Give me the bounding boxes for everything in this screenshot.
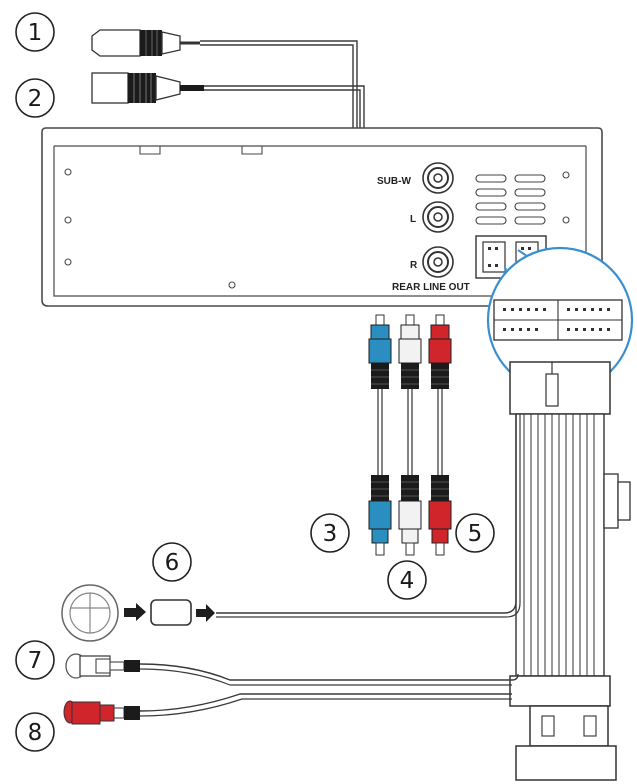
antenna-plug (61, 584, 119, 642)
callout-3: 3 (310, 513, 350, 553)
cable-7-wire (139, 663, 519, 681)
l-socket (422, 201, 454, 233)
callout-3-label: 3 (323, 521, 338, 547)
inline-module (150, 599, 192, 626)
callout-4-label: 4 (400, 568, 415, 594)
cable-8-wire (139, 693, 512, 712)
callout-5-label: 5 (468, 521, 483, 547)
callout-8-label: 8 (28, 720, 43, 746)
callout-5: 5 (455, 513, 495, 553)
cable-2-jack (91, 72, 204, 104)
callout-2-label: 2 (28, 86, 43, 112)
subw-label: SUB-W (377, 176, 411, 187)
cable-6-wire (216, 414, 517, 614)
arrow-right-icon (124, 603, 146, 621)
cable-8-plug (63, 700, 140, 725)
rear-panel (41, 127, 603, 307)
callout-6: 6 (152, 542, 192, 582)
rca-cable-blue (368, 314, 392, 556)
callout-8: 8 (15, 712, 55, 752)
subw-socket (422, 162, 454, 194)
callout-7: 7 (15, 640, 55, 680)
cable-1-wire (200, 40, 358, 168)
rear-line-out-label: REAR LINE OUT (392, 282, 470, 293)
rca-cable-white (398, 314, 422, 556)
l-label: L (410, 214, 416, 225)
iso-harness (509, 361, 631, 781)
cable-1-jack (91, 29, 200, 57)
r-socket (422, 246, 454, 278)
cable-7-plug (65, 653, 140, 679)
callout-6-label: 6 (165, 550, 180, 576)
vent-slots (475, 174, 546, 225)
callout-1-label: 1 (28, 20, 43, 46)
callout-7-label: 7 (28, 648, 43, 674)
r-label: R (410, 260, 418, 271)
connector-zoom-callout (486, 246, 634, 394)
rca-cable-red (428, 314, 452, 556)
arrow-right-icon (196, 604, 215, 622)
callout-2: 2 (15, 78, 55, 118)
callout-4: 4 (387, 560, 427, 600)
callout-1: 1 (15, 12, 55, 52)
